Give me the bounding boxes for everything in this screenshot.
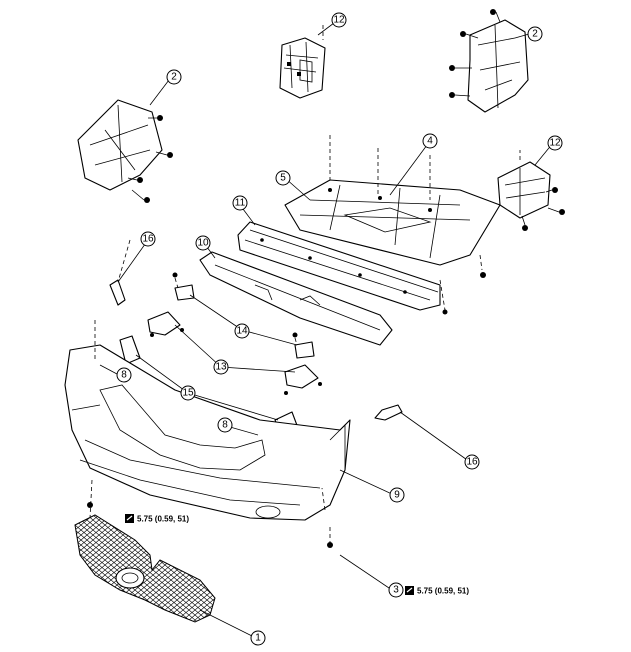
svg-text:2: 2 [532,29,538,40]
bumper-stay-right [480,161,565,278]
svg-text:3: 3 [393,585,399,596]
front-bumper-fascia [64,344,351,521]
splash-shield-left [77,99,173,203]
side-bracket-left [109,239,131,306]
callout-14: 14 [234,323,250,339]
energy-absorber [199,251,393,346]
svg-text:5.75 (0.59, 51): 5.75 (0.59, 51) [137,515,189,524]
svg-text:5.75 (0.59, 51): 5.75 (0.59, 51) [417,587,469,596]
callout-12-top: 12 [331,12,347,28]
callout-8-center: 8 [217,417,233,433]
svg-text:16: 16 [142,234,154,245]
svg-text:8: 8 [222,420,228,431]
callout-5: 5 [275,170,291,186]
bumper-brackets [147,311,322,395]
svg-text:5: 5 [280,173,286,184]
svg-text:14: 14 [236,326,248,337]
callout-12-right: 12 [547,135,563,151]
bumper-stay-top [279,37,326,99]
svg-text:4: 4 [427,136,433,147]
bracket-mounts [172,272,315,359]
callout-11: 11 [232,195,248,211]
callout-10: 10 [195,235,211,251]
svg-text:2: 2 [171,72,177,83]
svg-text:8: 8 [121,370,127,381]
splash-shield-right [449,9,529,113]
side-bracket-right [374,404,403,421]
svg-text:11: 11 [235,198,246,209]
callout-9: 9 [389,487,405,503]
svg-text:12: 12 [549,138,561,149]
front-grille [74,514,216,623]
callout-8-left: 8 [116,367,132,383]
callout-2-left: 2 [166,69,182,85]
svg-text:12: 12 [333,15,345,26]
torque-spec-2: 5.75 (0.59, 51) [405,586,469,596]
svg-text:15: 15 [182,388,194,399]
callout-2-right: 2 [527,26,543,42]
svg-text:1: 1 [255,633,261,644]
callout-3: 3 [388,582,404,598]
torque-spec-1: 5.75 (0.59, 51) [125,514,189,524]
callout-16-left: 16 [140,231,156,247]
callout-16-right: 16 [464,454,480,470]
bumper-reinforcement [237,221,441,311]
svg-text:13: 13 [215,362,227,373]
callout-13: 13 [213,359,229,375]
alignment-lines [87,25,521,548]
callouts: 1 2 2 3 4 5 8 8 9 10 11 12 12 13 14 15 1… [116,12,563,646]
undercover [284,179,501,266]
svg-text:9: 9 [394,490,400,501]
svg-text:16: 16 [466,457,478,468]
callout-1: 1 [250,630,266,646]
svg-text:10: 10 [197,238,209,249]
callout-4: 4 [422,133,438,149]
callout-15: 15 [180,385,196,401]
